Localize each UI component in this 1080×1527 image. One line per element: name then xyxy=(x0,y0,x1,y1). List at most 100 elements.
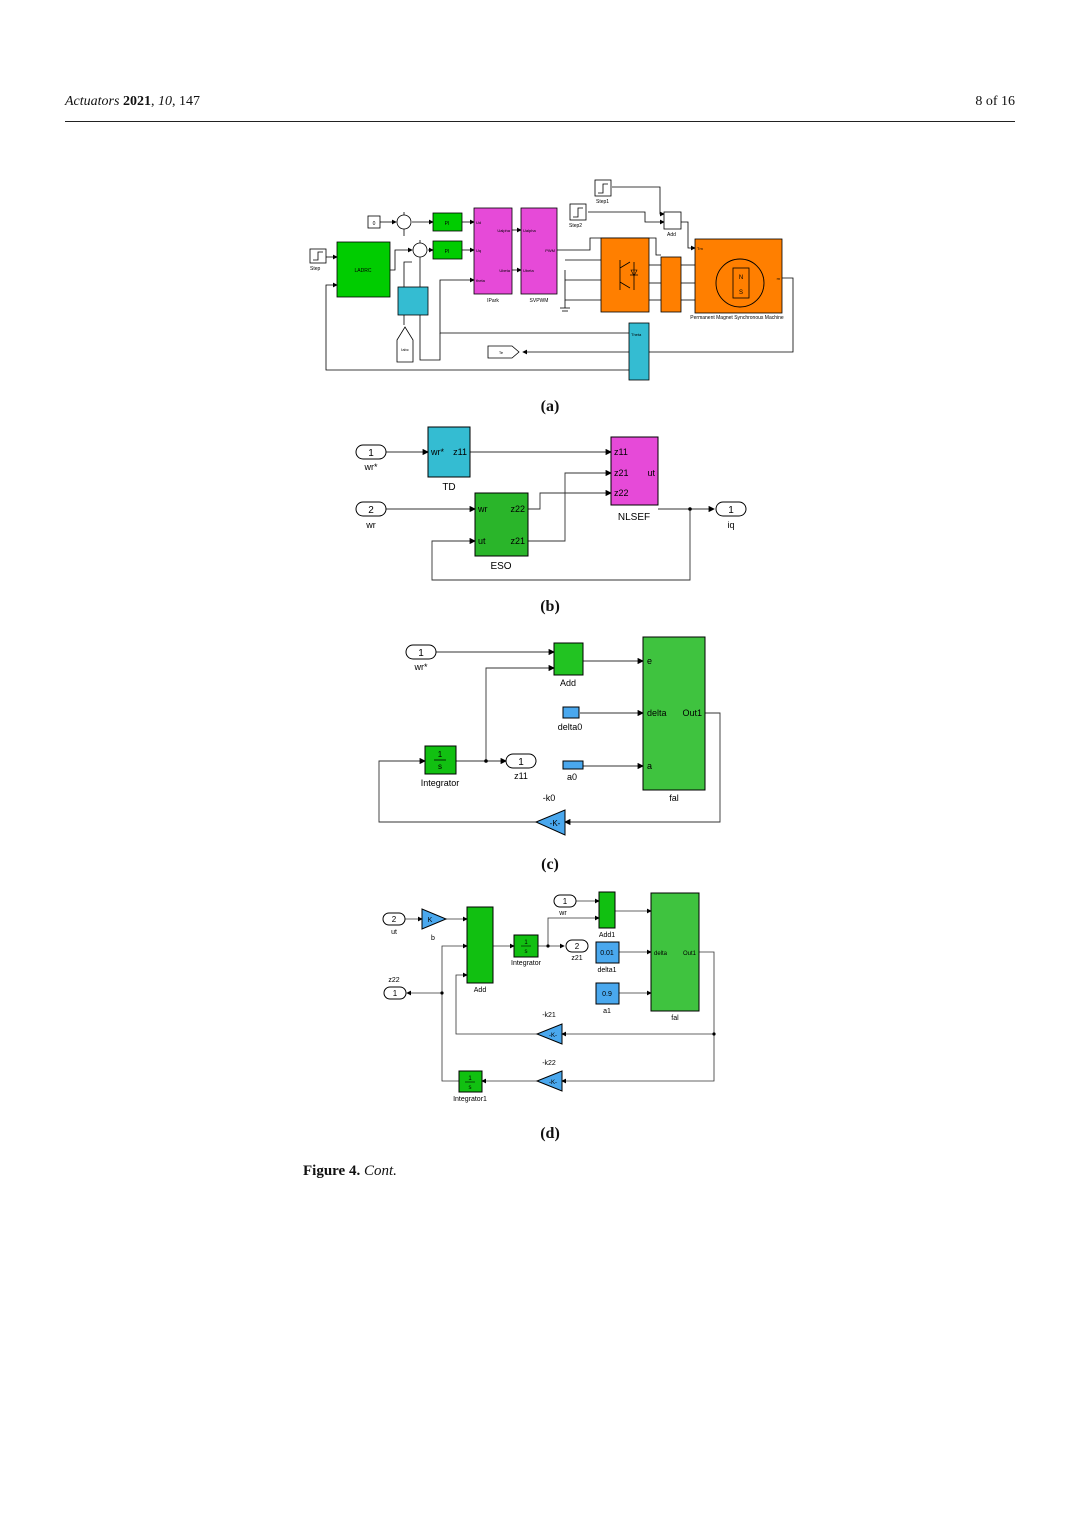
a-svpwm-in1: Ualpha xyxy=(523,228,536,233)
c-delta0-label: delta0 xyxy=(558,722,583,732)
journal-year: 2021 xyxy=(122,94,151,109)
d-integrator-label: Integrator xyxy=(511,960,542,967)
d-outport-z22-name: z22 xyxy=(388,977,399,984)
c-a0-label: a0 xyxy=(567,772,577,782)
a-svpwm-out: PWM xyxy=(545,248,555,253)
b-nlsef-in2: z21 xyxy=(614,468,629,478)
b-eso-in2: ut xyxy=(478,536,486,546)
figure-text: Cont. xyxy=(363,1163,397,1179)
journal-name: Actuators xyxy=(65,94,120,109)
a-pi1-text: PI xyxy=(445,221,450,227)
panel-d-label: (d) xyxy=(540,1125,560,1142)
c-gain-text: -K- xyxy=(550,819,561,828)
d-add1-label: Add1 xyxy=(599,932,615,939)
d-gain-b-name: b xyxy=(431,935,435,942)
d-int-num: 1 xyxy=(524,940,528,946)
c-fal-block xyxy=(642,636,706,791)
b-outport1: 1 xyxy=(728,505,734,516)
a-ipark-in2: Uq xyxy=(476,248,481,253)
d-gain-k21-text: -K- xyxy=(549,1033,557,1039)
d-gain-k21-block xyxy=(535,1023,563,1045)
panel-d-letter: d xyxy=(545,1125,555,1142)
a-svpwm-label: SVPWM xyxy=(530,298,549,304)
c-fal-e: e xyxy=(647,656,652,666)
d-outport-z22: 1 xyxy=(393,989,398,998)
a-svpwm-in2: Ubeta xyxy=(523,268,534,273)
a-pi1-block xyxy=(432,212,463,232)
b-eso-in1: wr xyxy=(477,504,488,514)
d-fal-name: fal xyxy=(671,1015,679,1022)
a-add-label: Add xyxy=(667,232,676,238)
c-inport1-name: wr* xyxy=(414,662,428,672)
panel-c-letter: c xyxy=(546,856,554,873)
header-rule xyxy=(65,121,1015,122)
c-outport1-name: z11 xyxy=(514,771,528,781)
c-add-block xyxy=(553,642,584,676)
a-step-label: Step xyxy=(310,266,321,272)
b-td-in: wr* xyxy=(430,447,444,457)
d-outport-z21: 2 xyxy=(575,942,580,951)
d-gain-k22-text: -K- xyxy=(549,1080,557,1086)
d-inport-ut: 2 xyxy=(392,915,397,924)
d-add-label: Add xyxy=(474,987,487,994)
b-eso-out2: z21 xyxy=(510,536,525,546)
panel-a-letter: a xyxy=(546,398,554,415)
b-td-block xyxy=(427,426,471,478)
d-fal-out: Out1 xyxy=(683,951,697,957)
d-a1-block xyxy=(595,982,620,1005)
b-nlsef-name: NLSEF xyxy=(618,512,650,523)
c-inport1: 1 xyxy=(418,648,424,659)
a-pi2-text: PI xyxy=(445,249,450,255)
b-td-name: TD xyxy=(442,482,455,493)
d-a1-label: a1 xyxy=(603,1008,611,1015)
panel-b-label: (b) xyxy=(540,598,560,615)
d-gain-b-text: K xyxy=(428,917,433,924)
c-fal-out: Out1 xyxy=(682,708,702,718)
b-eso-out1: z22 xyxy=(510,504,525,514)
b-inport1: 1 xyxy=(368,448,374,459)
page-number: 8 of 16 xyxy=(975,94,1015,109)
panel-b-diagram: 1 wr* 2 wr wr* z11 TD wr ut z22 z21 ESO … xyxy=(0,425,1080,590)
a-ipark-in3: theta xyxy=(476,278,486,283)
d-add-block xyxy=(466,906,494,984)
b-eso-block xyxy=(474,492,529,557)
running-header: Actuators 2021, 10, 147 xyxy=(65,94,200,109)
b-nlsef-in3: z22 xyxy=(614,488,629,498)
d-delta1-val: 0.01 xyxy=(600,950,614,957)
c-fal-name: fal xyxy=(669,793,679,803)
a-ladrc-text: LADRC xyxy=(355,268,372,274)
c-int-num: 1 xyxy=(438,750,443,759)
a-measurement-block xyxy=(660,256,682,313)
b-nlsef-out: ut xyxy=(647,468,655,478)
b-outport1-name: iq xyxy=(727,520,734,530)
a-pi2-block xyxy=(432,240,463,260)
d-fal-delta: delta xyxy=(654,951,668,957)
journal-volume: 10 xyxy=(157,94,172,109)
figure-caption: Figure 4. Cont. xyxy=(303,1163,397,1180)
a-ipark-label: IPark xyxy=(487,298,499,304)
panel-c-diagram: 1 wr* Add delta0 a0 e delta a Out1 fal 1… xyxy=(0,630,1080,850)
d-int1-den: s xyxy=(469,1085,472,1091)
d-gain-k22-block xyxy=(535,1070,563,1092)
b-nlsef-in1: z11 xyxy=(614,447,628,457)
d-a1-val: 0.9 xyxy=(602,991,612,998)
d-gain-b-block xyxy=(421,908,448,930)
figure-label: Figure 4. xyxy=(303,1163,361,1179)
panel-a-diagram: Step Step1 Step2 Add LADRC 0 PI PI Ud Uq… xyxy=(0,170,1080,390)
a-demux-block xyxy=(628,322,650,381)
a-ipark-in1: Ud xyxy=(476,220,481,225)
a-const-text: 0 xyxy=(373,221,376,227)
b-inport2-name: wr xyxy=(365,520,376,530)
a-pmsm-label: Permanent Magnet Synchronous Machine xyxy=(690,315,784,321)
a-pmsm-n: N xyxy=(739,275,743,281)
b-eso-name: ESO xyxy=(490,561,511,572)
c-integrator-label: Integrator xyxy=(421,778,460,788)
c-gain-label: -k0 xyxy=(543,793,556,803)
d-inport-wr-name: wr xyxy=(558,910,567,917)
c-fal-a: a xyxy=(647,761,652,771)
panel-c-label: (c) xyxy=(541,856,559,873)
a-pmsm-tm: Tm xyxy=(697,246,703,251)
a-step1-label: Step1 xyxy=(596,199,609,205)
b-nlsef-block xyxy=(610,436,659,506)
b-inport1-name: wr* xyxy=(364,462,378,472)
